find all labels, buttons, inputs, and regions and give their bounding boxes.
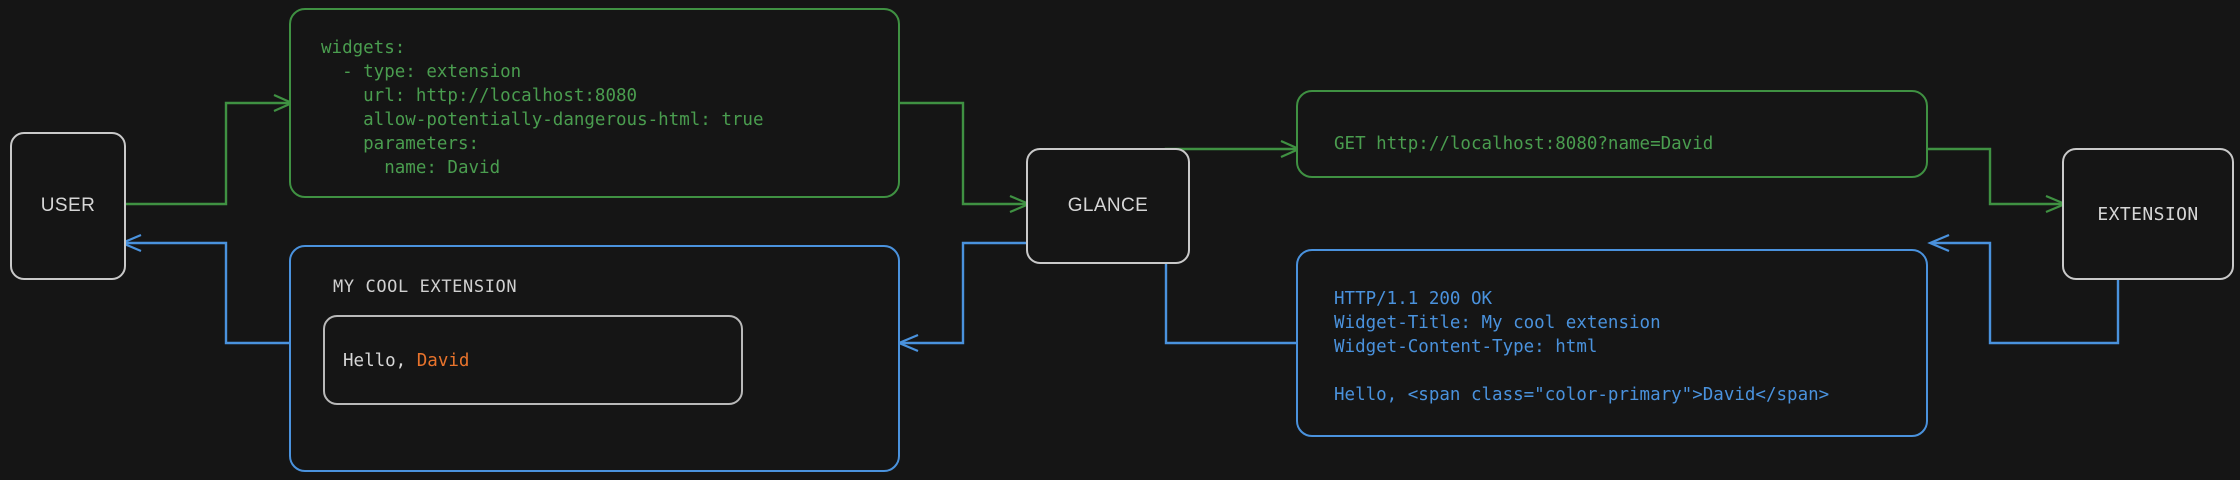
widget-content-box: Hello, David: [323, 315, 743, 405]
request-line: GET http://localhost:8080?name=David: [1334, 134, 1714, 154]
widget-greeting: Hello, David: [343, 351, 469, 371]
edge-widget-to-user: [123, 241, 289, 345]
panel-http-response: HTTP/1.1 200 OK Widget-Title: My cool ex…: [1296, 249, 1928, 437]
edge-user-to-config: [120, 101, 289, 206]
node-user-label: USER: [40, 195, 96, 216]
node-glance-label: GLANCE: [1067, 195, 1149, 216]
http-response-body: HTTP/1.1 200 OK Widget-Title: My cool ex…: [1334, 287, 1829, 407]
node-user[interactable]: USER: [10, 132, 126, 280]
edge-glance-to-widget: [900, 241, 1026, 345]
widget-greeting-prefix: Hello,: [343, 351, 417, 371]
arrowhead-into-response: [1927, 233, 1950, 253]
panel-rendered-widget: MY COOL EXTENSION Hello, David: [289, 245, 900, 472]
edge-request-to-extension: [1928, 147, 2062, 206]
node-extension-label: EXTENSION: [2097, 203, 2199, 225]
arrowhead-into-widget: [896, 333, 919, 353]
edge-config-to-glance: [900, 101, 1026, 206]
response-line: HTTP/1.1 200 OK: [1334, 289, 1493, 309]
panel-http-request: GET http://localhost:8080?name=David: [1296, 90, 1928, 178]
response-blank-line: [1334, 359, 1829, 383]
widget-greeting-name: David: [416, 351, 470, 371]
response-line: Hello, <span class="color-primary">David…: [1334, 385, 1830, 405]
node-glance[interactable]: GLANCE: [1026, 148, 1190, 264]
yaml-line: parameters:: [321, 134, 480, 154]
yaml-config-body: widgets: - type: extension url: http://l…: [321, 36, 764, 180]
http-request-body: GET http://localhost:8080?name=David: [1334, 132, 1713, 156]
yaml-line: url: http://localhost:8080: [321, 86, 638, 106]
yaml-line: widgets:: [321, 38, 406, 58]
response-line: Widget-Title: My cool extension: [1334, 313, 1661, 333]
yaml-line: - type: extension: [321, 62, 522, 82]
response-line: Widget-Content-Type: html: [1334, 337, 1598, 357]
yaml-line: name: David: [321, 158, 501, 178]
node-extension[interactable]: EXTENSION: [2062, 148, 2234, 280]
yaml-line: allow-potentially-dangerous-html: true: [321, 110, 764, 130]
panel-glance-yaml-config: widgets: - type: extension url: http://l…: [289, 8, 900, 198]
widget-title: MY COOL EXTENSION: [333, 277, 518, 297]
